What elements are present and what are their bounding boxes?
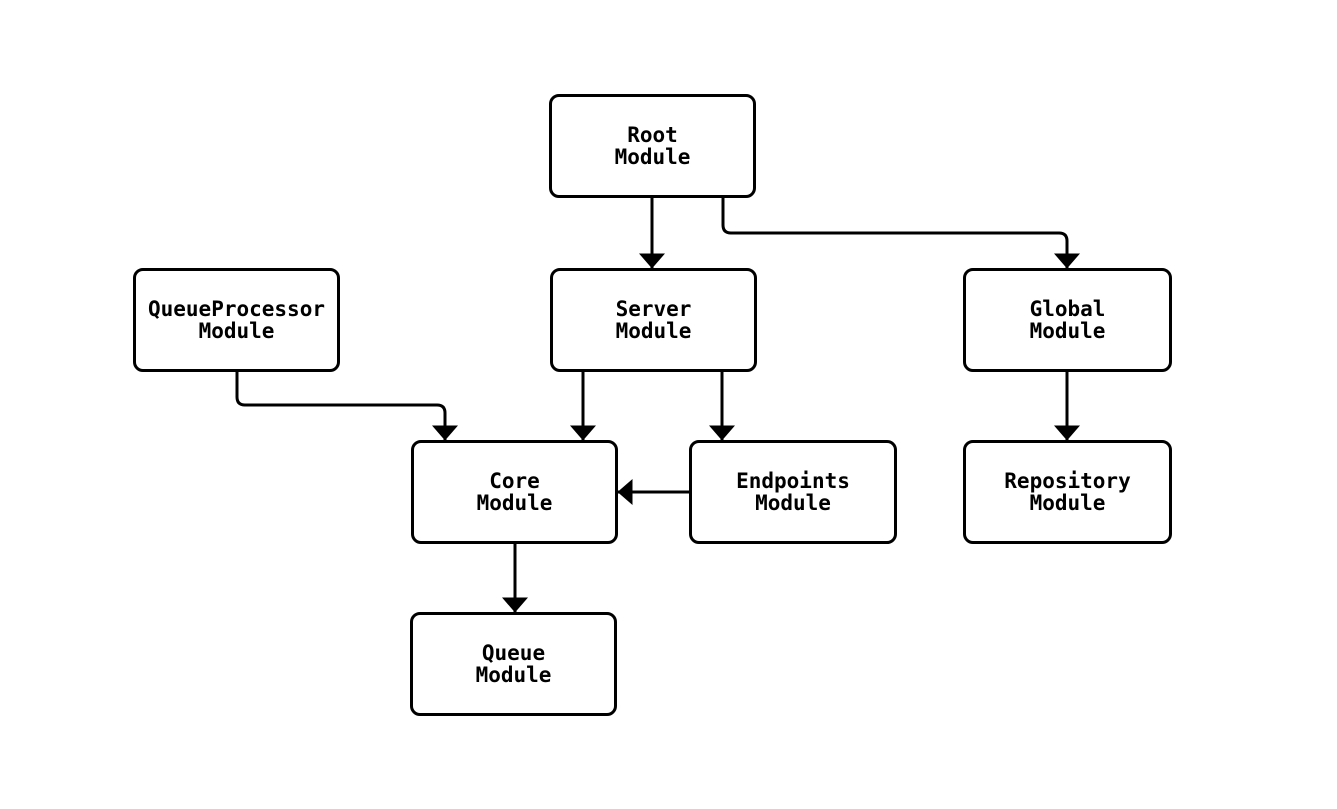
node-label: Server Module: [615, 297, 692, 343]
edge-queueprocessor-to-core: [235, 372, 458, 441]
node-label: Queue Module: [475, 641, 552, 687]
node-queue-module: Queue Module: [410, 612, 617, 716]
node-queueprocessor-module: QueueProcessor Module: [133, 268, 340, 372]
node-label: Core Module: [476, 469, 553, 515]
node-label: Endpoints Module: [736, 469, 850, 515]
node-endpoints-module: Endpoints Module: [689, 440, 897, 544]
edge-root-to-global: [721, 198, 1080, 269]
node-global-module: Global Module: [963, 268, 1172, 372]
node-label: Root Module: [614, 123, 691, 169]
node-label: Repository Module: [1004, 469, 1131, 515]
node-core-module: Core Module: [411, 440, 618, 544]
node-root-module: Root Module: [549, 94, 756, 198]
node-repository-module: Repository Module: [963, 440, 1172, 544]
node-label: Global Module: [1029, 297, 1106, 343]
node-label: QueueProcessor Module: [147, 297, 325, 343]
node-server-module: Server Module: [550, 268, 757, 372]
